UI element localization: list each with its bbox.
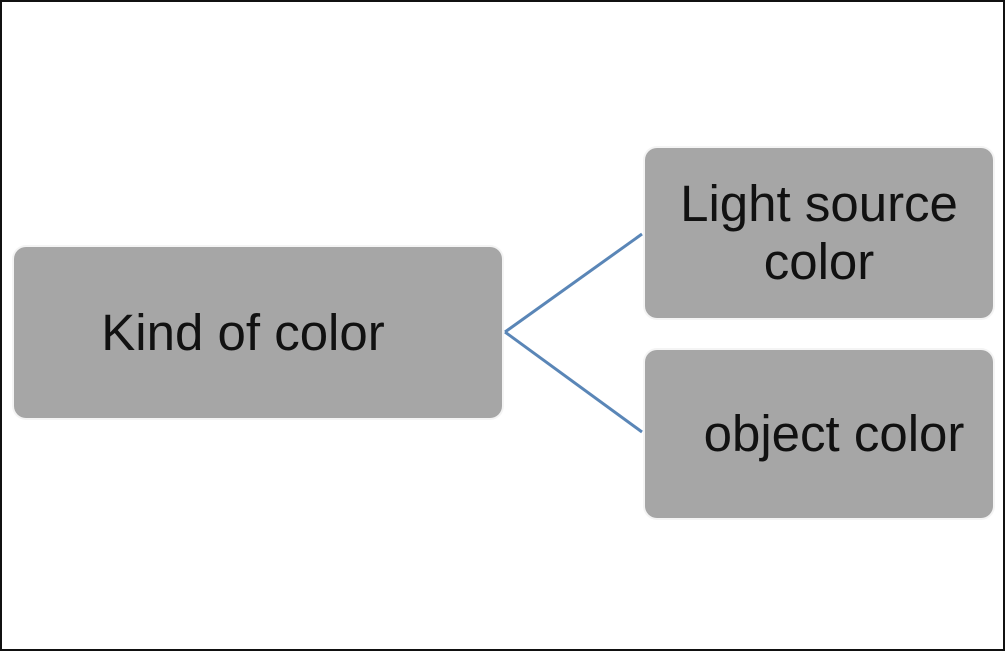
root-node-kind-of-color: Kind of color — [14, 247, 502, 418]
connector-to-light-source-color — [504, 232, 643, 334]
child-node-label: Light source color — [680, 175, 958, 290]
child-node-label: object color — [703, 405, 965, 462]
connector-to-object-color — [504, 330, 643, 434]
child-node-light-source-color: Light source color — [645, 148, 993, 318]
root-node-label: Kind of color — [101, 303, 385, 361]
child-node-object-color: object color — [645, 350, 993, 518]
